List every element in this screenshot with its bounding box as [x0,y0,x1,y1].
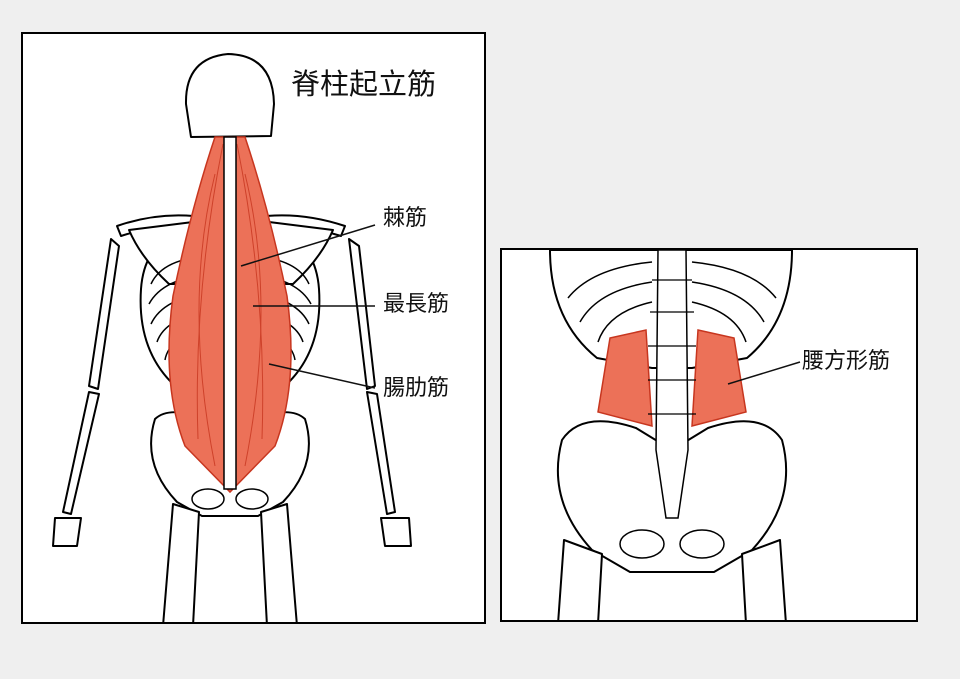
forearm-left [62,391,100,515]
iliocostalis-label: 腸肋筋 [383,376,450,401]
quadratus-lumborum-left [597,329,653,427]
femur-left [557,539,603,620]
pelvis-detail [191,488,269,510]
hand-left [52,517,82,547]
back-skeleton-illustration [52,53,412,622]
upper-arm-left [88,238,120,390]
upper-arm-right [348,238,376,390]
hand-right [380,517,412,547]
erector-spinae-panel: 脊柱起立筋 棘筋 最長筋 腸肋筋 [21,32,486,624]
skull [184,53,275,138]
quadratus-lumborum-label: 腰方形筋 [802,349,891,374]
muscle-fibers [196,143,264,467]
spine [223,136,237,490]
scapula-right [268,221,334,285]
lower-ribs [567,261,777,343]
quadratus-lumborum-right [691,329,747,427]
forearm-right [366,391,396,515]
spinalis-label: 棘筋 [383,206,428,231]
leader-line [727,361,801,385]
quadratus-lumborum-panel: 腰方形筋 [500,248,918,622]
pelvis-detail [619,529,725,559]
vertebra-lines [648,279,696,415]
leader-lines [240,224,376,389]
erector-spinae-title: 脊柱起立筋 [291,67,437,101]
femur-right [741,539,787,620]
lumbar-skeleton-illustration [549,250,801,620]
femur-left [162,503,200,622]
longissimus-label: 最長筋 [383,292,450,317]
femur-right [260,503,298,622]
lumbar-spine [655,250,689,519]
